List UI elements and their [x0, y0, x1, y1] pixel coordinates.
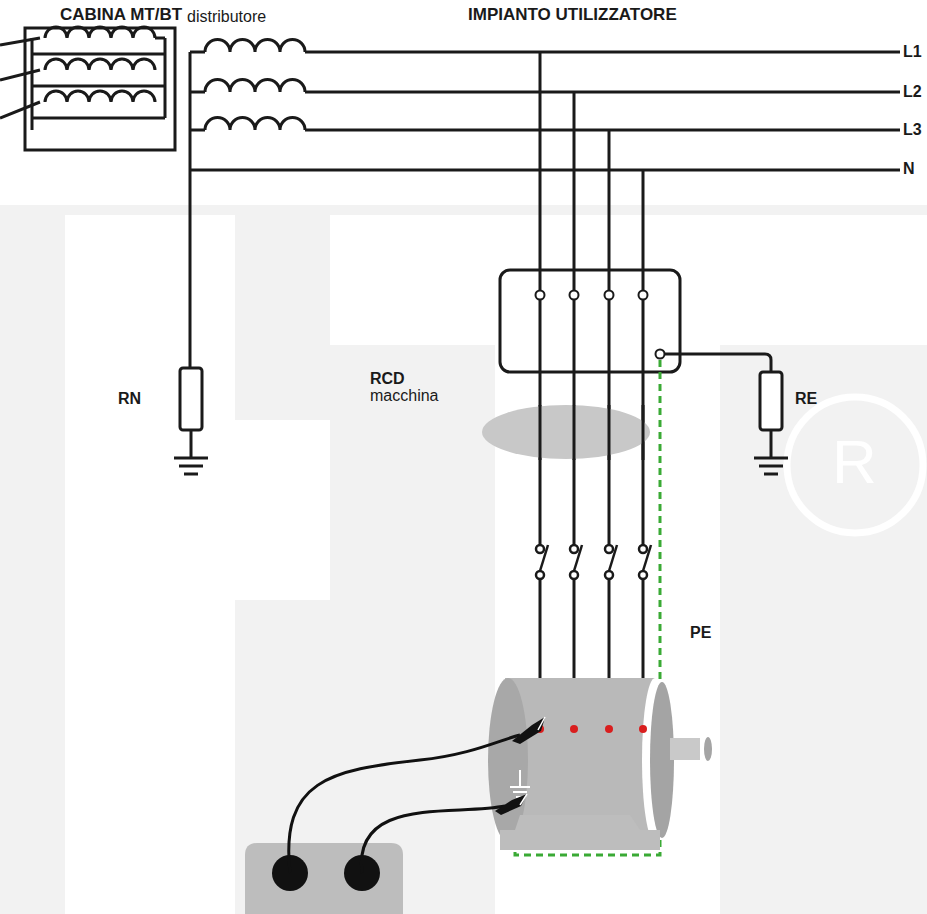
terminals — [536, 291, 648, 300]
coil-winding — [205, 40, 305, 53]
switch-contacts — [536, 545, 651, 579]
drop-n — [642, 170, 645, 545]
device-label: macchina — [370, 387, 438, 405]
heading: IMPIANTO UTILIZZATORE — [468, 6, 677, 25]
switch-contact — [536, 571, 544, 579]
resistor-label: RE — [795, 390, 817, 408]
switch-contact — [570, 545, 578, 553]
line-l3 — [305, 129, 900, 132]
resistor-symbol — [174, 368, 208, 474]
terminal-box — [500, 270, 680, 372]
drop-l2 — [573, 92, 576, 545]
transformer — [0, 27, 305, 368]
switch-contact — [570, 571, 578, 579]
rcd-toroid — [482, 405, 650, 459]
coil-winding — [205, 79, 305, 92]
watermark: R — [832, 428, 877, 496]
line-l2 — [305, 91, 900, 94]
watermark-shape — [330, 215, 927, 345]
coil-winding — [45, 91, 155, 102]
motor — [488, 678, 712, 850]
line-l1 — [305, 51, 900, 54]
switch-contact — [605, 571, 613, 579]
drop-l3 — [608, 130, 611, 545]
supply-lines — [190, 52, 900, 727]
watermark-circle — [787, 397, 923, 533]
conductor-label: PE — [690, 624, 711, 642]
line-n — [190, 169, 900, 172]
earth-symbol — [510, 770, 530, 797]
heading: CABINA MT/BT — [60, 6, 182, 25]
switch-contact — [605, 545, 613, 553]
drops-over-rcd — [540, 405, 643, 460]
coil-winding — [45, 59, 155, 70]
line-name: L3 — [903, 121, 922, 139]
switch-contact — [536, 545, 544, 553]
resistor-label: RN — [118, 390, 141, 408]
test-instrument — [245, 717, 545, 914]
background-band — [0, 205, 927, 914]
resistor-symbol — [754, 372, 788, 474]
switch-contact — [639, 571, 647, 579]
earth-wire — [664, 354, 771, 372]
delta-frame — [32, 38, 165, 130]
primary-lead — [0, 38, 40, 118]
line-name: N — [903, 160, 915, 178]
heading-sub: distributore — [187, 8, 266, 26]
line-name: L2 — [903, 83, 922, 101]
coil-winding — [205, 117, 305, 130]
device-label: RCD — [370, 370, 405, 388]
coil-winding — [45, 27, 155, 38]
pe-terminal — [656, 350, 665, 359]
line-name: L1 — [903, 43, 922, 61]
watermark-shape — [235, 420, 330, 600]
watermark-shape — [65, 215, 235, 914]
primary-frame — [25, 28, 175, 150]
switch-contact — [639, 545, 647, 553]
star-point — [190, 52, 205, 368]
